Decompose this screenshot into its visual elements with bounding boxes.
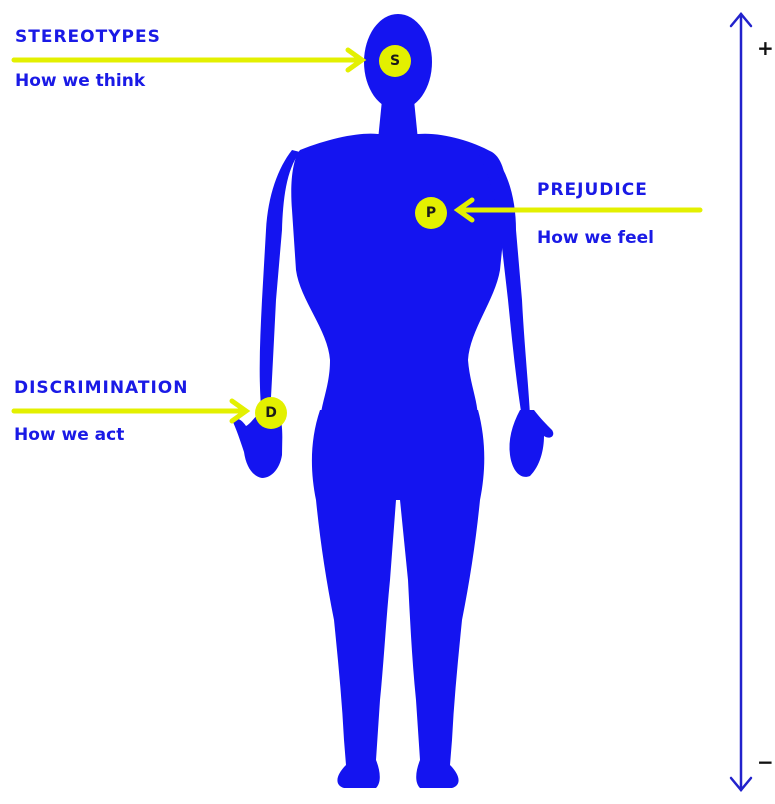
prejudice-subtitle: How we feel xyxy=(537,228,654,248)
stereotypes-subtitle: How we think xyxy=(15,71,145,91)
stereotypes-title: STEREOTYPES xyxy=(15,27,161,47)
discrimination-badge: D xyxy=(255,397,287,429)
scale-minus-label: − xyxy=(757,752,774,772)
discrimination-title: DISCRIMINATION xyxy=(14,378,188,398)
discrimination-subtitle: How we act xyxy=(14,425,124,445)
prejudice-title: PREJUDICE xyxy=(537,180,648,200)
scale-line xyxy=(731,14,751,790)
prejudice-badge: P xyxy=(415,197,447,229)
stereotypes-badge: S xyxy=(379,45,411,77)
scale-plus-label: + xyxy=(757,38,774,58)
